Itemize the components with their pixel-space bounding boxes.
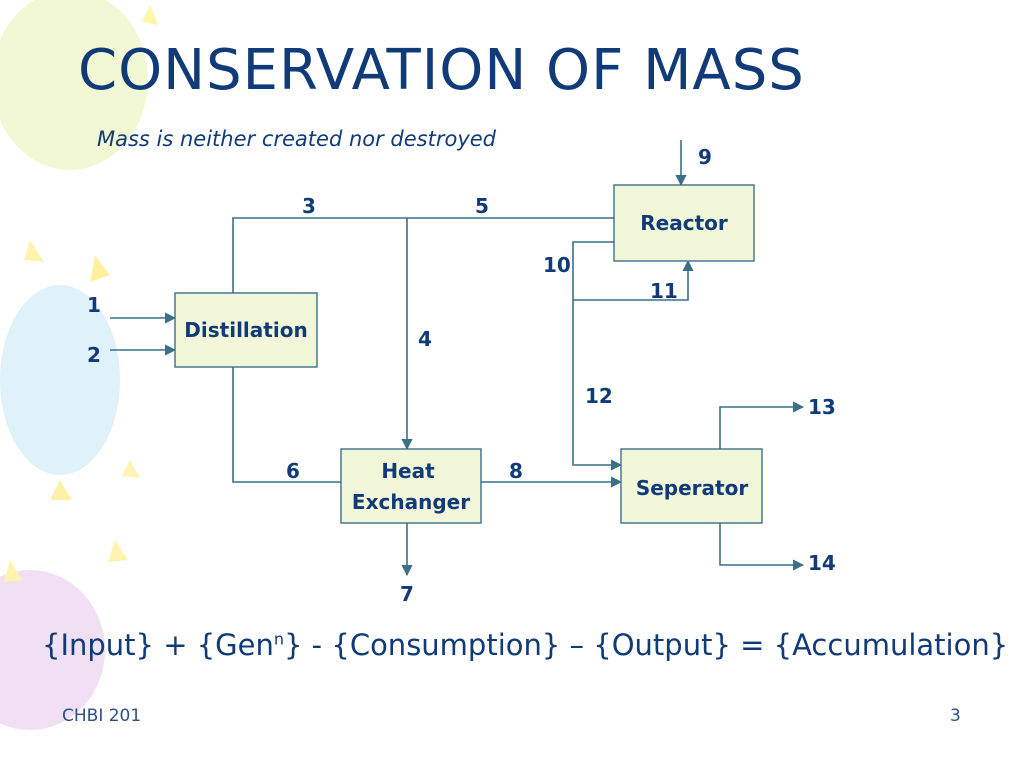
- confetti-decoration: [108, 540, 128, 562]
- stream-13-line: [719, 401, 805, 449]
- distillation-box: [174, 292, 318, 368]
- stream-label-14: 14: [808, 551, 836, 575]
- stream-label-13: 13: [808, 395, 836, 419]
- distillation-label: Distillation: [184, 318, 307, 342]
- slide-title: CONSERVATION OF MASS: [78, 38, 805, 103]
- equation-part-2: } - {Consumption} – {Output} = {Accumula…: [284, 628, 1009, 662]
- slide-subtitle: Mass is neither created nor destroyed: [97, 127, 497, 151]
- course-code-footer: CHBI 201: [62, 706, 142, 726]
- page-number: 3: [950, 706, 961, 726]
- stream-label-11: 11: [650, 279, 678, 303]
- heat-exchanger-label-line2: Exchanger: [352, 490, 470, 514]
- stream-14-line: [719, 523, 805, 571]
- confetti-decoration: [4, 560, 22, 582]
- stream-label-10: 10: [543, 253, 571, 277]
- stream-3-5-line: [232, 217, 614, 293]
- stream-10-line: [572, 241, 614, 300]
- confetti-decoration: [122, 460, 140, 478]
- confetti-decoration: [24, 240, 44, 262]
- stream-12-line: [572, 300, 623, 471]
- reactor-label: Reactor: [640, 211, 728, 235]
- confetti-decoration: [90, 255, 110, 282]
- confetti-decoration: [50, 480, 72, 500]
- equation-part-1: {Input} + {Gen: [42, 628, 274, 662]
- separator-label: Seperator: [636, 476, 749, 500]
- stream-label-6: 6: [286, 459, 300, 483]
- stream-11-line: [573, 259, 694, 301]
- balloon-purple-decoration: [0, 570, 105, 730]
- stream-6-line: [232, 367, 341, 483]
- stream-label-9: 9: [698, 145, 712, 169]
- mass-balance-equation: {Input} + {Genn} - {Consumption} – {Outp…: [42, 628, 1008, 662]
- balloon-blue-decoration: [0, 285, 120, 475]
- stream-label-1: 1: [87, 293, 101, 317]
- balloon-green-decoration: [0, 0, 148, 170]
- stream-label-8: 8: [509, 459, 523, 483]
- separator-box: [620, 448, 763, 524]
- stream-label-7: 7: [400, 582, 414, 606]
- stream-label-2: 2: [87, 343, 101, 367]
- reactor-box: [613, 184, 755, 262]
- heat-exchanger-box: [340, 448, 482, 524]
- heat-exchanger-label-line1: Heat: [381, 459, 435, 483]
- stream-label-5: 5: [475, 194, 489, 218]
- stream-label-4: 4: [418, 327, 432, 351]
- confetti-decoration: [142, 5, 158, 25]
- equation-superscript: n: [273, 629, 285, 649]
- stream-label-3: 3: [302, 194, 316, 218]
- stream-label-12: 12: [585, 384, 613, 408]
